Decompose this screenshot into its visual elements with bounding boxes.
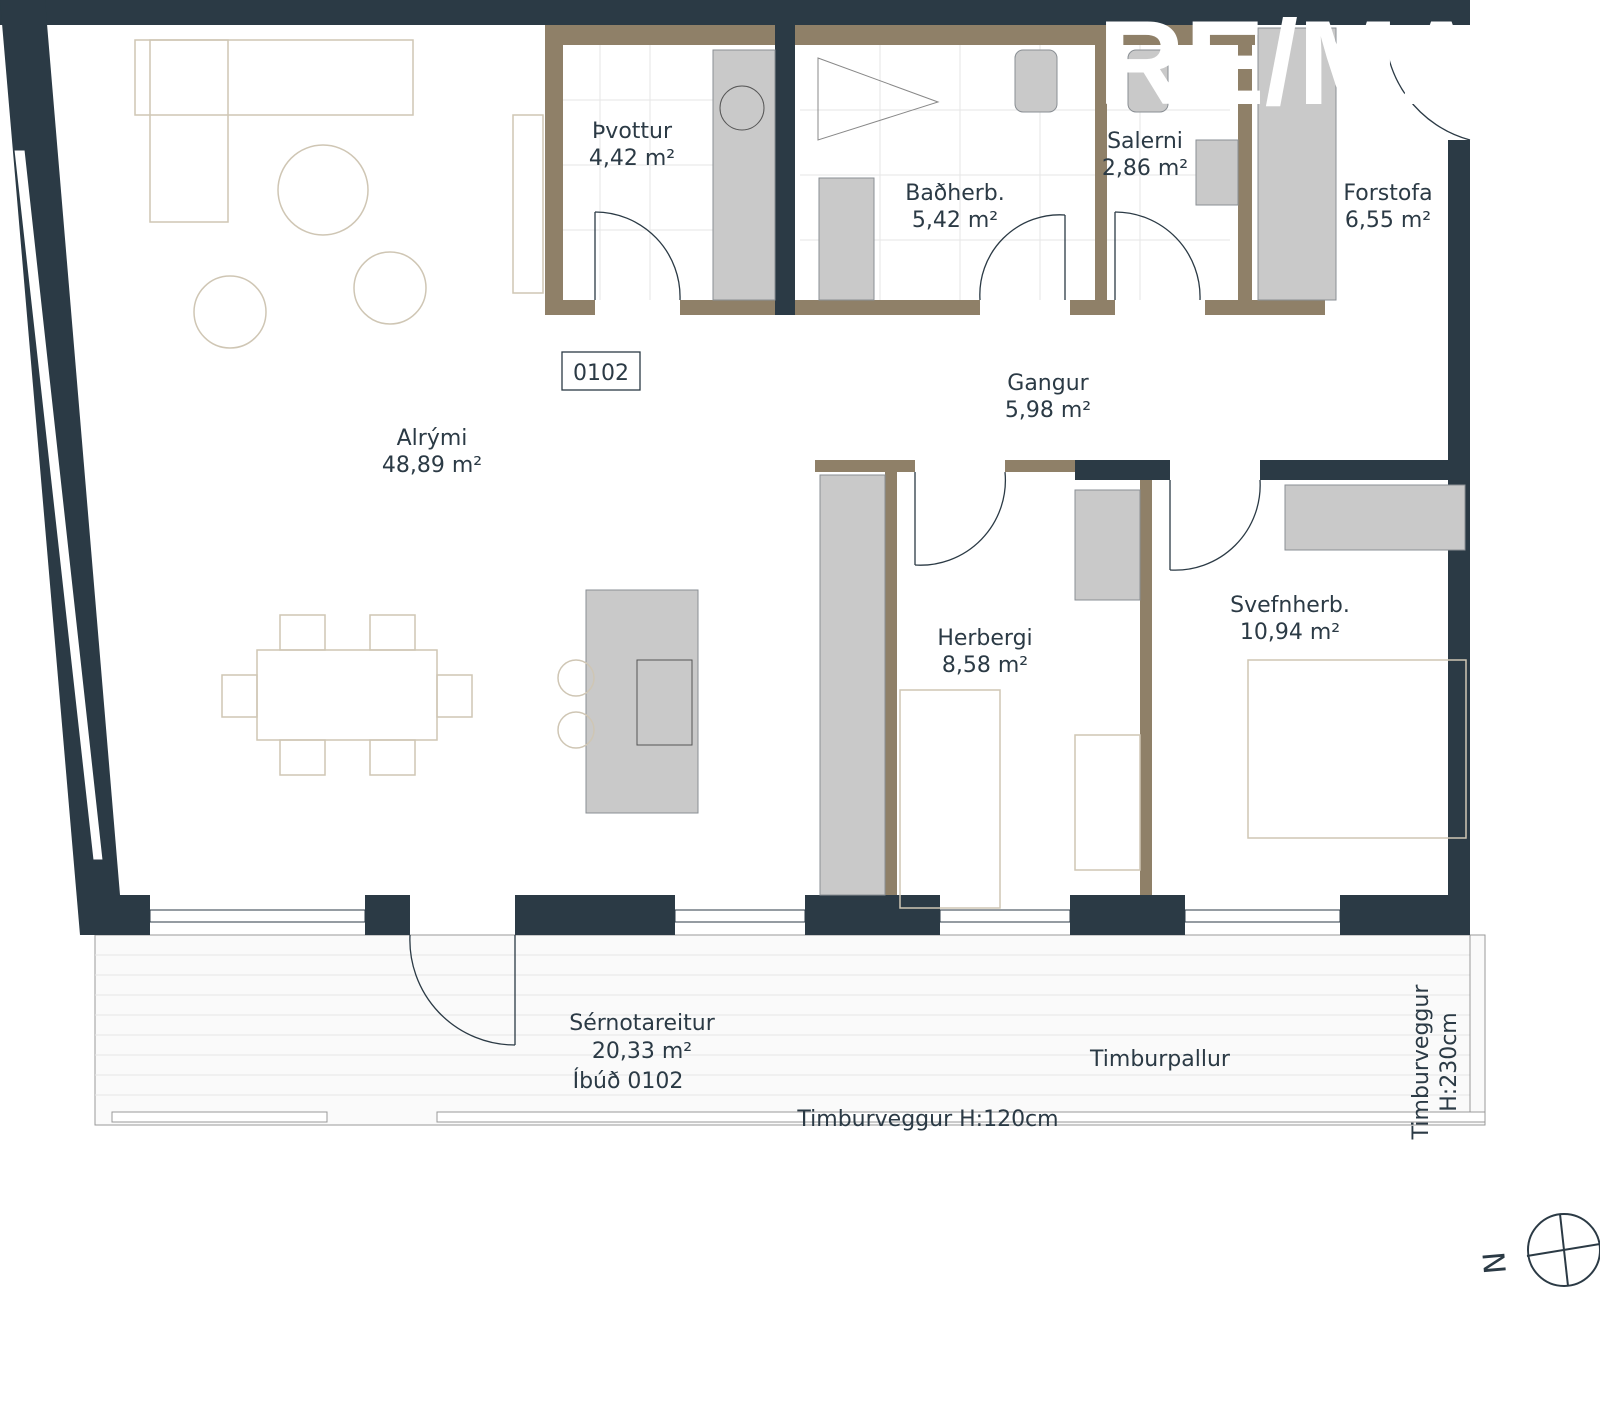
room-name-hallway: Gangur <box>1007 371 1089 396</box>
terrace-deck <box>94 934 1486 1126</box>
fixtures <box>585 27 1466 896</box>
high-wall-label-1: Timburveggur <box>1409 984 1434 1141</box>
room-area-toilet: 2,86 m² <box>1102 156 1188 181</box>
room-name-entrance: Forstofa <box>1343 181 1432 206</box>
room-area-entrance: 6,55 m² <box>1345 208 1431 233</box>
low-wall-label: Timburveggur H:120cm <box>796 1107 1058 1132</box>
furniture <box>134 39 1467 909</box>
room-name-laundry: Þvottur <box>592 119 673 144</box>
room-name-terrace: Sérnotareitur <box>569 1011 715 1036</box>
unit-tag-text: 0102 <box>573 361 629 386</box>
north-compass-icon: N <box>1477 1213 1600 1287</box>
room-area-hallway: 5,98 m² <box>1005 398 1091 423</box>
high-wall-label-2: H:230cm <box>1437 1012 1462 1111</box>
room-area-terrace: 20,33 m² <box>592 1039 692 1064</box>
door-swings <box>409 24 1471 1046</box>
unit-tag: 0102 <box>561 351 641 391</box>
room-area-living: 48,89 m² <box>382 453 482 478</box>
compass-letter: N <box>1477 1250 1514 1275</box>
room-area-laundry: 4,42 m² <box>589 146 675 171</box>
terrace-unit-note: Íbúð 0102 <box>573 1068 684 1094</box>
room-area-bedroom: 10,94 m² <box>1240 620 1340 645</box>
deck-label: Timburpallur <box>1089 1047 1231 1072</box>
room-name-bathroom: Baðherb. <box>905 181 1005 206</box>
watermark-logo: RE/MAX <box>1098 0 1565 130</box>
room-area-room: 8,58 m² <box>942 653 1028 678</box>
room-name-toilet: Salerni <box>1107 129 1183 154</box>
room-area-bathroom: 5,42 m² <box>912 208 998 233</box>
interior-walls <box>545 25 1450 895</box>
room-name-room: Herbergi <box>937 626 1032 651</box>
room-name-living: Alrými <box>397 426 468 451</box>
room-name-bedroom: Svefnherb. <box>1230 593 1350 618</box>
